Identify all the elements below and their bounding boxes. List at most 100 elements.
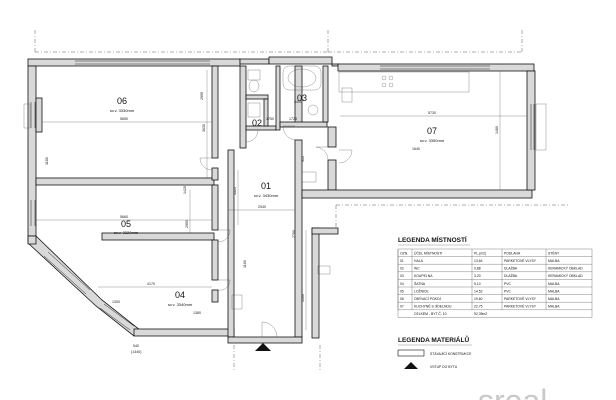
legend-header-cell: ÚČEL MÍSTNOSTI [414, 250, 442, 255]
room-04-height: sv.v. 3340mm [168, 302, 193, 307]
legend-header-cell: OZN. [400, 251, 408, 255]
dim-room07-width: 5730 [428, 111, 436, 115]
legend-cell: MALBA [548, 282, 560, 286]
legend-cell: KERAMICKÝ OBKLAD [548, 274, 583, 278]
legend-material-2: VSTUP DO BYTU [430, 365, 458, 369]
dim-wall-540: 540 [133, 344, 139, 348]
legend-header-cell: PL.(m2) [474, 251, 486, 255]
dim-room07-height: 1480 [495, 126, 499, 134]
dim-room04-diag: 1300 [112, 300, 120, 304]
legend-rooms-table: OZN. ÚČEL MÍSTNOSTI PL.(m2) PODLAHA STĚNY 01 H… [397, 248, 593, 318]
legend-cell: 02 [400, 267, 404, 271]
legend-cell: WC [414, 267, 420, 271]
dim-room05-height: 2950 [185, 220, 189, 228]
legend-cell: PARKETOVÉ VLYSY [504, 296, 537, 301]
dim-room06-lower: 1180 [45, 157, 49, 165]
legend-cell: PVC [504, 289, 512, 293]
legend-cell: ŠATNA [414, 281, 426, 286]
room-06-height: sv.v. 3330mm [110, 108, 135, 113]
legend-cell: 0,88 [474, 267, 481, 271]
legend-cell: 19,60 [474, 297, 483, 301]
dim-bath-width: 1750 [266, 117, 274, 121]
legend-cell: HALA [414, 259, 424, 263]
kitchen-counter-icon [338, 71, 470, 93]
dim-room06-width: 5650 [120, 117, 128, 121]
dim-hall-lower: 1160 [243, 260, 247, 268]
dim-wall-1440: (1440) [131, 350, 141, 354]
legend-cell: LOŽNICE [414, 288, 429, 293]
dim-room04-width: 4170 [147, 282, 155, 286]
entrance-triangle-icon [255, 343, 271, 351]
room-01-number: 01 [261, 181, 271, 191]
dim-room06-height: 3630 [202, 124, 206, 132]
fixtures [231, 65, 470, 310]
legend-cell: MALBA [548, 305, 560, 309]
room-05-height: sv.v. 3320mm [114, 230, 139, 235]
dimension-labels: 5650 5660 5730 2540 4170 3630 2950 2995 … [45, 92, 499, 354]
room-05-number: 05 [121, 219, 131, 229]
legend-rooms-title: LEGENDA MÍSTNOSTÍ [398, 235, 467, 244]
dim-hall-height: 1500 [301, 294, 305, 302]
washbasin-icon [307, 104, 319, 116]
room-06-number: 06 [117, 96, 127, 106]
legend-cell: 05 [400, 289, 404, 293]
legend-cell: 06 [400, 297, 404, 301]
legend-cell: PARKETOVÉ VLYSY [504, 304, 537, 309]
dim-hall-mid: 2700 [292, 230, 296, 238]
room-02-number: 02 [252, 118, 262, 128]
legend-cell: MALBA [548, 289, 560, 293]
bathtub-icon [282, 65, 322, 91]
room-01-height: sv.v. 3430mm [254, 193, 279, 198]
legend-cell: 07 [400, 305, 404, 309]
existing-structure-swatch [397, 349, 425, 357]
windows [23, 60, 547, 331]
doors [199, 125, 353, 338]
legend-cell: 22,75 [474, 305, 483, 309]
dim-room05-door: 1420 [183, 186, 187, 194]
room-03-number: 03 [297, 93, 307, 103]
legend-cell: 13,64 [474, 259, 483, 263]
dim-hall-upper: 915 [301, 156, 305, 162]
room-07-number: 07 [427, 126, 437, 136]
legend-cell: 01 [400, 259, 404, 263]
legend-cell: KUCHYNĚ S JÍDELNOU [414, 304, 452, 309]
legend-cell: MALBA [548, 259, 560, 263]
dim-room04-door: 1380 [193, 311, 201, 315]
dim-room06-side: 2995 [200, 92, 204, 100]
legend-cell: KOUPELNA [414, 274, 433, 278]
wc-basin-icon [247, 102, 261, 118]
room-07-height: sv.v. 3350mm [420, 138, 445, 143]
legend-cell: PARKETOVÉ VLYSY [504, 258, 537, 263]
walls [27, 56, 536, 344]
legend-cell: 3,20 [474, 274, 481, 278]
entrance-legend-icon [404, 362, 418, 369]
legend-material-1: STÁVAJÍCÍ KONSTRUKCE [430, 352, 472, 356]
legend-cell: PVC [504, 282, 512, 286]
legend-cell: MALBA [548, 297, 560, 301]
dim-hall-side: 1525 [233, 187, 237, 195]
toilet-icon [247, 69, 261, 81]
legend-cell: KERAMICKÝ OBKLAD [548, 267, 583, 271]
dim-bath-width-2: 1728 [289, 117, 297, 121]
room-04-number: 04 [175, 290, 185, 300]
watermark: sreal [478, 383, 547, 400]
legend-cell: 03 [400, 274, 404, 278]
legend-cell: 04 [400, 282, 404, 286]
dim-room05-width: 5660 [120, 215, 128, 219]
legend-cell: DLAŽBA [504, 273, 518, 278]
legend-cell: DLAŽBA [504, 266, 518, 271]
dim-bath-length: 3400 [294, 100, 302, 104]
dim-room07-door: 1640 [412, 147, 420, 151]
legend-total-label: CELKEM - BYT Č. 10 [414, 311, 447, 316]
reference-lines [34, 30, 570, 372]
dim-hall-width: 2540 [258, 205, 266, 209]
legend-header-cell: PODLAHA [504, 251, 521, 255]
legend-header-cell: STĚNY [548, 250, 560, 255]
dimension-lines [36, 70, 527, 330]
room-labels: 06 sv.v. 3330mm 05 sv.v. 3320mm 04 sv.v.… [110, 93, 445, 307]
legend-materials: LEGENDA MATERIÁLŮ STÁVAJÍCÍ KONSTRUKCE V… [397, 334, 472, 369]
legend-cell: 14,52 [474, 289, 483, 293]
legend-cell: 5,10 [474, 282, 481, 286]
legend-materials-title: LEGENDA MATERIÁLŮ [398, 334, 469, 344]
